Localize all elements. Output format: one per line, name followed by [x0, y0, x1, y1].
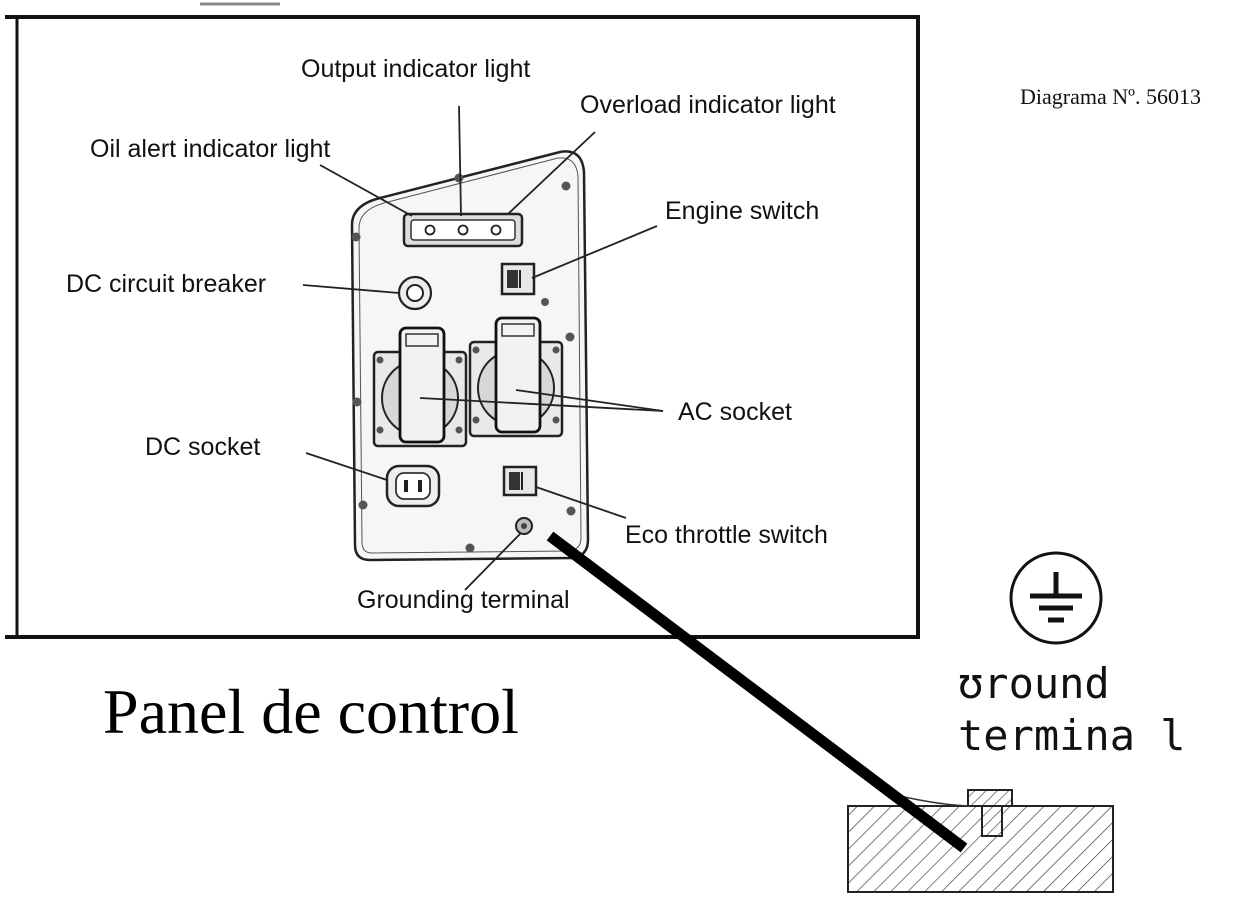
oil-alert-light-icon	[424, 224, 436, 236]
screw-icon	[465, 543, 475, 553]
engine-switch	[500, 262, 536, 296]
ground-label-line1: ʊround	[958, 659, 1110, 708]
ac-socket-left	[372, 326, 468, 448]
label-output-indicator: Output indicator light	[301, 55, 530, 83]
control-panel	[350, 150, 590, 562]
screw-icon	[352, 397, 362, 407]
dc-circuit-breaker	[397, 275, 433, 311]
dc-socket	[385, 464, 441, 508]
screw-icon	[358, 500, 368, 510]
leader-lines	[302, 105, 664, 591]
diagram-number: Diagrama Nº. 56013	[1020, 84, 1201, 109]
label-engine-switch: Engine switch	[665, 197, 819, 225]
grounding-terminal-screw	[515, 517, 533, 535]
label-dc-circuit-breaker: DC circuit breaker	[66, 270, 266, 298]
panel-title: Panel de control	[103, 676, 519, 747]
ground-symbol-icon	[1009, 551, 1103, 645]
label-eco-throttle-switch: Eco throttle switch	[625, 521, 828, 549]
screw-icon	[566, 506, 576, 516]
callout-labels: Output indicator light Overload indicato…	[66, 55, 836, 614]
label-grounding-terminal: Grounding terminal	[357, 586, 570, 614]
grounding-wire	[546, 531, 968, 853]
indicator-light-strip	[402, 212, 524, 248]
photo-frame	[5, 2, 920, 639]
screw-icon	[561, 181, 571, 191]
overload-light-icon	[490, 224, 502, 236]
screw-icon	[454, 173, 464, 183]
ground-block	[847, 789, 1114, 893]
screw-icon	[565, 332, 575, 342]
label-dc-socket: DC socket	[145, 433, 260, 461]
eco-throttle-switch	[502, 465, 538, 497]
output-light-icon	[457, 224, 469, 236]
screw-icon	[351, 232, 361, 242]
ground-label-line2: termina l	[958, 711, 1186, 760]
screw-icon	[541, 298, 549, 306]
label-oil-alert-indicator: Oil alert indicator light	[90, 135, 330, 163]
label-overload-indicator: Overload indicator light	[580, 91, 836, 119]
label-ac-socket: AC socket	[678, 398, 792, 426]
